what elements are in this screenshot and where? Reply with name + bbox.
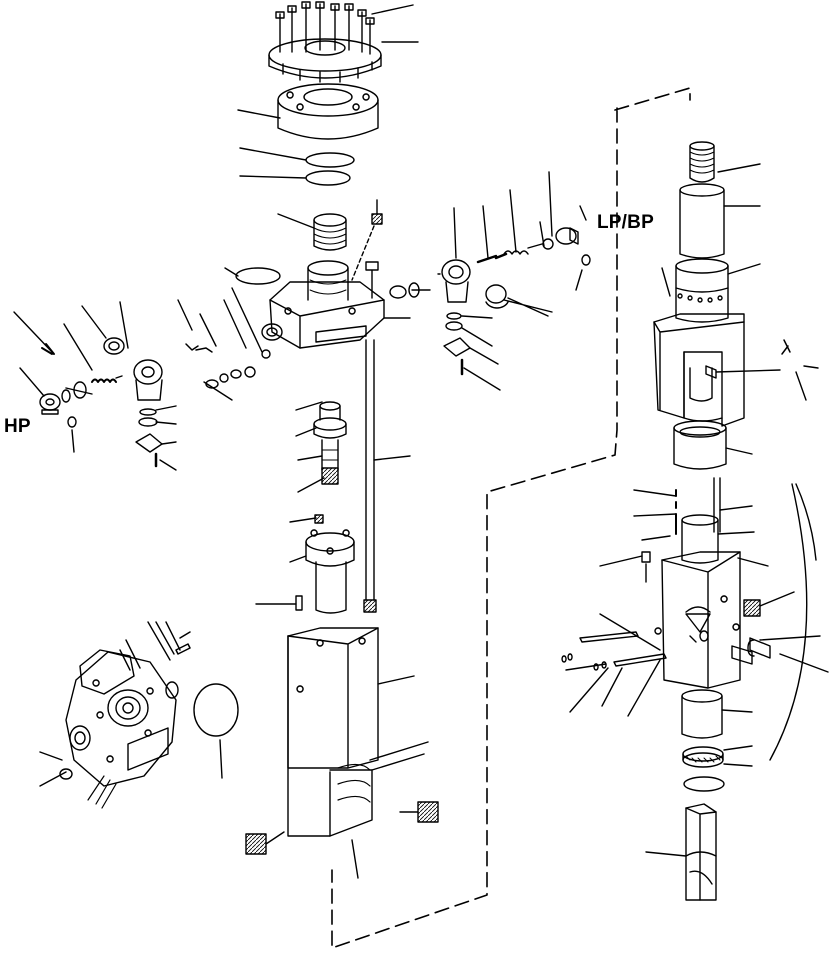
spring-cartridge [277, 199, 383, 281]
right-column-parts [561, 141, 829, 901]
middle-small-parts [185, 287, 271, 401]
assembly-boundary-dashed [331, 87, 691, 949]
central-valve-body [224, 260, 420, 349]
valve-cap [295, 401, 347, 493]
right-valve-parts [441, 171, 591, 391]
center-pump-housing [245, 627, 439, 879]
valve-sleeve [255, 514, 355, 614]
misc-leader-lines [177, 273, 441, 331]
o-ring-2 [305, 170, 351, 186]
o-ring-1 [305, 152, 355, 168]
lower-left-pump-housing [39, 621, 239, 809]
cylinder-head-disc [237, 83, 379, 140]
left-hp-parts [13, 301, 177, 471]
label-lp-bp: LP/BP [597, 212, 654, 233]
top-flange-bolts [268, 1, 419, 83]
label-hp: HP [4, 416, 31, 437]
long-rod [363, 339, 411, 613]
